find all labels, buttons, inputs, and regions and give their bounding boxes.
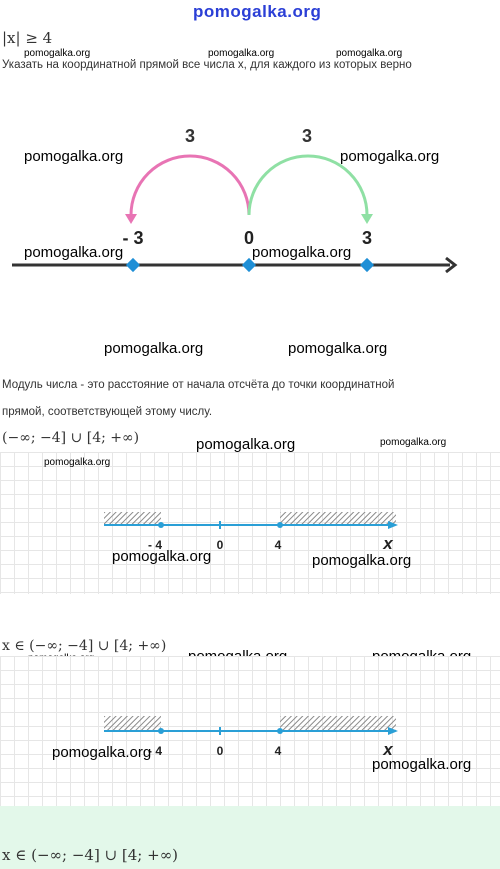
watermark-top: pomogalka.org	[193, 2, 322, 21]
watermark: pomogalka.org	[288, 340, 388, 357]
point-minus-four	[158, 728, 164, 734]
watermark: pomogalka.org	[44, 457, 111, 468]
label-zero: 0	[217, 538, 224, 552]
inequality: |x| ≥ 4	[2, 29, 53, 47]
interval-axis-2: - 4 0 4 x	[104, 716, 398, 759]
task-text: Указать на координатной прямой все числа…	[2, 59, 412, 71]
watermark: pomogalka.org	[340, 148, 440, 165]
label-minus-four: - 4	[148, 744, 162, 758]
watermark: pomogalka.org	[24, 148, 124, 165]
watermark: pomogalka.org	[252, 244, 352, 261]
point-four	[277, 728, 283, 734]
label-four: 4	[275, 538, 282, 552]
watermark: pomogalka.org	[24, 48, 91, 59]
final-answer-interval: x ∈ (−∞; −4] ∪ [4; +∞)	[2, 846, 179, 864]
watermark: pomogalka.org	[336, 48, 403, 59]
axis-variable: x	[382, 740, 394, 759]
label-zero: 0	[244, 228, 254, 248]
shaded-region-left	[104, 716, 161, 731]
label-zero: 0	[217, 744, 224, 758]
watermark: pomogalka.org	[372, 756, 472, 773]
point-three	[359, 257, 375, 273]
label-four: 4	[275, 744, 282, 758]
arc-right	[247, 154, 369, 216]
shaded-region-left	[104, 512, 161, 525]
watermark: pomogalka.org	[196, 436, 296, 453]
final-answer-box	[0, 806, 500, 869]
axis-variable: x	[382, 534, 394, 553]
watermark: pomogalka.org	[52, 744, 152, 761]
watermark: pomogalka.org	[208, 48, 275, 59]
shaded-region-right	[280, 716, 396, 731]
arc-right-arrowhead	[361, 214, 373, 224]
shaded-region-right	[280, 512, 396, 525]
point-minus-four	[158, 522, 164, 528]
explanation-line-1: Модуль числа - это расстояние от начала …	[2, 379, 395, 391]
point-zero	[241, 257, 257, 273]
watermark: pomogalka.org	[112, 548, 212, 565]
watermark: pomogalka.org	[24, 244, 124, 261]
grid-panel-1	[0, 452, 500, 594]
label-minus-four: - 4	[148, 538, 162, 552]
watermark: pomogalka.org	[380, 437, 447, 448]
watermark: pomogalka.org	[312, 552, 412, 569]
label-minus-three: - 3	[122, 228, 143, 248]
answer-interval-2: x ∈ (−∞; −4] ∪ [4; +∞)	[2, 638, 167, 654]
arc-left	[129, 154, 251, 216]
axis-arrowhead	[388, 727, 398, 735]
axis-arrowhead	[445, 256, 458, 274]
axis-arrowhead	[388, 521, 398, 529]
watermark: pomogalka.org	[104, 340, 204, 357]
explanation-line-2: прямой, соответствующей этому числу.	[2, 406, 213, 418]
arc-left-label: 3	[185, 126, 195, 146]
label-three: 3	[362, 228, 372, 248]
arc-right-label: 3	[302, 126, 312, 146]
point-four	[277, 522, 283, 528]
arc-left-arrowhead	[125, 214, 137, 224]
number-line-diagram: 3 3 - 3 0 3	[12, 126, 458, 274]
interval-axis-1: - 4 0 4 x	[104, 512, 398, 553]
answer-interval-1: (−∞; −4] ∪ [4; +∞)	[2, 430, 140, 446]
point-minus-three	[125, 257, 141, 273]
